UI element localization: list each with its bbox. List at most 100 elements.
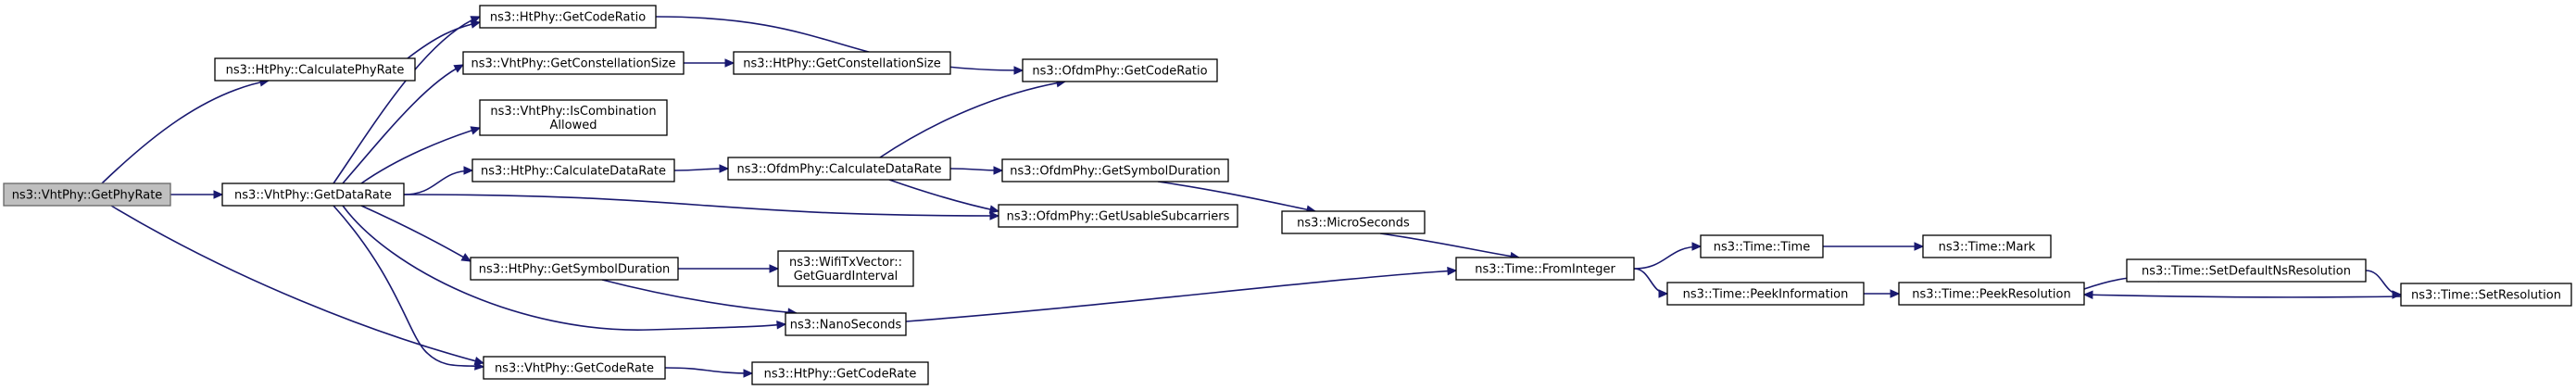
node-ht_getconst[interactable]: ns3::HtPhy::GetConstellationSize	[733, 51, 951, 75]
edge-getdatarate-to-ofdm_getusable	[403, 194, 1000, 220]
node-box	[2126, 258, 2367, 283]
node-box	[777, 250, 914, 287]
node-label: ns3::HtPhy::GetCodeRatio	[490, 11, 646, 25]
nodes-layer: ns3::VhtPhy::GetPhyRate ns3::HtPhy::Calcu…	[3, 5, 2572, 385]
node-calcphyrate[interactable]: ns3::HtPhy::CalculatePhyRate	[214, 57, 416, 82]
edge-microseconds-to-time_frominteger	[1379, 233, 1521, 261]
edge-time_frominteger-to-time_peekinfo	[1633, 268, 1669, 298]
node-label: ns3::HtPhy::GetCodeRate	[764, 368, 917, 382]
node-time_frominteger[interactable]: ns3::Time::FromInteger	[1455, 257, 1635, 281]
edge-time_frominteger-to-time_time	[1633, 242, 1703, 270]
node-ofdm_getcoderatio[interactable]: ns3::OfdmPhy::GetCodeRatio	[1022, 58, 1218, 82]
edge-ht_getsymdur-to-wifi_getguard	[678, 264, 780, 273]
node-box	[1455, 257, 1635, 281]
edge-ofdm_calcdatarate-to-ofdm_getcoderatio	[879, 78, 1067, 158]
node-ofdm_getusable[interactable]: ns3::OfdmPhy::GetUsableSubcarriers	[998, 204, 1238, 228]
node-time_setres[interactable]: ns3::Time::SetResolution	[2400, 283, 2572, 307]
node-label: ns3::Time::Mark	[1939, 241, 2036, 255]
edge-getdatarate-to-vht_iscomb	[360, 126, 482, 184]
edge-ht_getcoderatio-to-ofdm_getcoderatio	[655, 16, 1024, 75]
node-microseconds[interactable]: ns3::MicroSeconds	[1281, 210, 1426, 234]
node-label: ns3::HtPhy::CalculateDataRate	[481, 165, 666, 179]
node-ofdm_getsymdur[interactable]: ns3::OfdmPhy::GetSymbolDuration	[1001, 158, 1229, 182]
node-time_peekinfo[interactable]: ns3::Time::PeekInformation	[1666, 282, 1865, 306]
node-label: ns3::Time::Time	[1714, 241, 1810, 255]
node-ht_getsymdur[interactable]: ns3::HtPhy::GetSymbolDuration	[470, 257, 679, 281]
node-label: Allowed	[550, 119, 597, 132]
node-box	[1022, 58, 1218, 82]
node-box	[727, 157, 951, 181]
edge-nanoseconds-to-time_frominteger	[905, 266, 1458, 322]
node-time_peekres[interactable]: ns3::Time::PeekResolution	[1898, 282, 2085, 306]
node-box	[221, 182, 405, 207]
node-box	[3, 182, 171, 207]
node-label: ns3::Time::PeekResolution	[1912, 288, 2070, 302]
node-box	[998, 204, 1238, 228]
node-getdatarate[interactable]: ns3::VhtPhy::GetDataRate	[221, 182, 405, 207]
node-time_setdefault[interactable]: ns3::Time::SetDefaultNsResolution	[2126, 258, 2367, 283]
node-label: ns3::VhtPhy::GetPhyRate	[12, 189, 163, 203]
node-ht_calcdatarate[interactable]: ns3::HtPhy::CalculateDataRate	[471, 158, 675, 182]
node-label: ns3::HtPhy::CalculatePhyRate	[226, 64, 405, 78]
node-label: ns3::Time::FromInteger	[1475, 263, 1615, 277]
node-label: ns3::WifiTxVector::	[789, 256, 902, 270]
node-label: ns3::OfdmPhy::GetCodeRatio	[1032, 65, 1207, 79]
node-box	[483, 356, 666, 380]
node-label: ns3::VhtPhy::IsCombination	[490, 105, 656, 119]
node-label: ns3::NanoSeconds	[790, 319, 902, 333]
node-time_mark[interactable]: ns3::Time::Mark	[1922, 234, 2052, 258]
node-ofdm_calcdatarate[interactable]: ns3::OfdmPhy::CalculateDataRate	[727, 157, 951, 181]
node-box	[2400, 283, 2572, 307]
node-box	[1922, 234, 2052, 258]
edge-getdatarate-to-ht_getsymdur	[360, 205, 472, 262]
node-ht_getcoderate[interactable]: ns3::HtPhy::GetCodeRate	[751, 361, 929, 385]
edge-getdatarate-to-nanoseconds	[342, 205, 787, 331]
edge-time_setres-to-time_peekres	[2082, 290, 2402, 299]
edge-getphyrate-to-getdatarate	[170, 190, 224, 199]
edge-vht_getcoderate-to-ht_getcoderate	[664, 367, 754, 378]
node-label: ns3::MicroSeconds	[1297, 217, 1410, 231]
edge-getphyrate-to-vht_getcoderate	[110, 205, 485, 366]
edge-getdatarate-to-vht_getcoderate	[333, 205, 485, 371]
edge-time_setdefault-to-time_setres	[2365, 270, 2403, 299]
node-box	[1281, 210, 1426, 234]
edge-ofdm_calcdatarate-to-ofdm_getusable	[888, 179, 1000, 214]
node-label: ns3::HtPhy::GetSymbolDuration	[479, 263, 671, 277]
node-box	[785, 312, 907, 336]
node-box	[462, 51, 685, 75]
edge-ht_getsymdur-to-nanoseconds	[601, 279, 798, 317]
node-label: GetGuardInterval	[794, 270, 898, 283]
edges-layer	[101, 16, 2403, 378]
edge-getphyrate-to-calcphyrate	[101, 78, 270, 184]
node-wifi_getguard[interactable]: ns3::WifiTxVector::GetGuardInterval	[777, 250, 914, 287]
node-label: ns3::VhtPhy::GetConstellationSize	[471, 57, 676, 71]
node-label: ns3::Time::PeekInformation	[1683, 288, 1849, 302]
node-box	[1898, 282, 2085, 306]
node-label: ns3::VhtPhy::GetCodeRate	[495, 362, 654, 376]
edge-getdatarate-to-ht_calcdatarate	[403, 166, 474, 195]
node-label: ns3::Time::SetResolution	[2411, 289, 2561, 303]
node-box	[470, 257, 679, 281]
node-box	[751, 361, 929, 385]
node-ht_getcoderatio[interactable]: ns3::HtPhy::GetCodeRatio	[479, 5, 657, 29]
node-label: ns3::HtPhy::GetConstellationSize	[743, 57, 941, 71]
edge-getdatarate-to-ht_getcoderatio	[333, 16, 482, 184]
node-box	[1700, 234, 1824, 258]
node-box	[1666, 282, 1865, 306]
node-vht_getconst[interactable]: ns3::VhtPhy::GetConstellationSize	[462, 51, 685, 75]
node-label: ns3::OfdmPhy::GetUsableSubcarriers	[1007, 210, 1230, 224]
node-label: ns3::VhtPhy::GetDataRate	[234, 189, 392, 203]
node-nanoseconds[interactable]: ns3::NanoSeconds	[785, 312, 907, 336]
edge-vht_getconst-to-ht_getconst	[684, 58, 735, 68]
node-getphyrate[interactable]: ns3::VhtPhy::GetPhyRate	[3, 182, 171, 207]
node-vht_getcoderate[interactable]: ns3::VhtPhy::GetCodeRate	[483, 356, 666, 380]
node-box	[479, 99, 668, 136]
edge-getdatarate-to-vht_getconst	[342, 64, 465, 184]
edge-time_time-to-time_mark	[1823, 242, 1925, 251]
edge-ofdm_calcdatarate-to-ofdm_getsymdur	[949, 166, 1004, 175]
node-box	[733, 51, 951, 75]
node-box	[471, 158, 675, 182]
node-time_time[interactable]: ns3::Time::Time	[1700, 234, 1824, 258]
